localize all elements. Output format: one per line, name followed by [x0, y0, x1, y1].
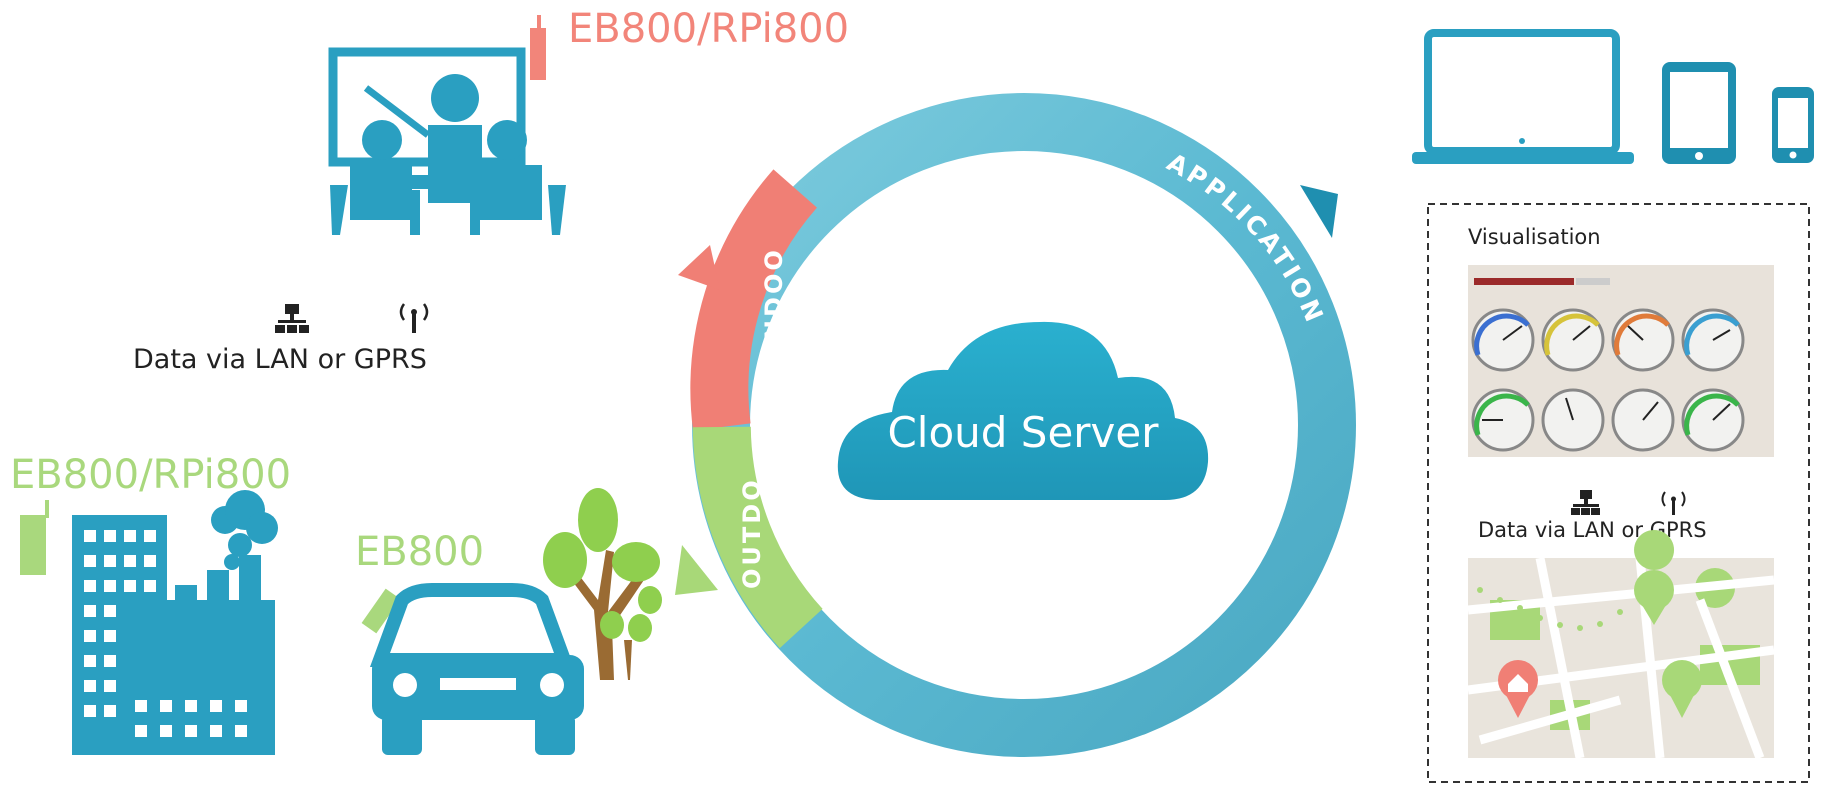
device-label-top: EB800/RPi800 [568, 6, 849, 52]
device-label-car: EB800 [355, 529, 484, 575]
lan-icon [275, 304, 309, 333]
tree-icon [543, 488, 662, 680]
lan-icon-right [1571, 490, 1600, 515]
tablet-icon [1662, 62, 1736, 164]
device-icon-car [361, 588, 401, 634]
indoors-arrow-icon [678, 245, 720, 290]
outdoors-segment [692, 426, 823, 649]
indoors-segment [690, 169, 818, 431]
data-via-label-right: Data via LAN or GPRS [1478, 518, 1707, 542]
applications-arrow-icon [1300, 185, 1338, 238]
visualisation-label: Visualisation [1468, 225, 1601, 249]
map-thumbnail [1467, 530, 1775, 760]
cloud-server-label: Cloud Server [887, 408, 1159, 457]
gauge-dashboard-thumbnail [1468, 265, 1774, 457]
map-pin-car-icon [1634, 570, 1674, 610]
antenna-icon-right [1661, 491, 1686, 515]
data-via-label-left: Data via LAN or GPRS [133, 344, 427, 375]
map-pin-car-icon [1634, 530, 1675, 610]
antenna-icon [399, 303, 429, 333]
map-pin-factory-icon [1662, 660, 1702, 700]
outdoors-label: OUTDOORS [0, 0, 766, 589]
phone-icon [1772, 87, 1814, 163]
meeting-room-icon [328, 47, 566, 235]
laptop-icon [1412, 29, 1634, 164]
car-icon [369, 583, 584, 755]
service-ring [690, 93, 1356, 757]
device-icon-top [530, 15, 546, 80]
factory-windows [84, 530, 247, 737]
cloud-icon [837, 321, 1209, 500]
factory-icon [72, 490, 278, 755]
outdoors-arrow-icon [675, 545, 718, 595]
device-icon-left [20, 500, 49, 575]
